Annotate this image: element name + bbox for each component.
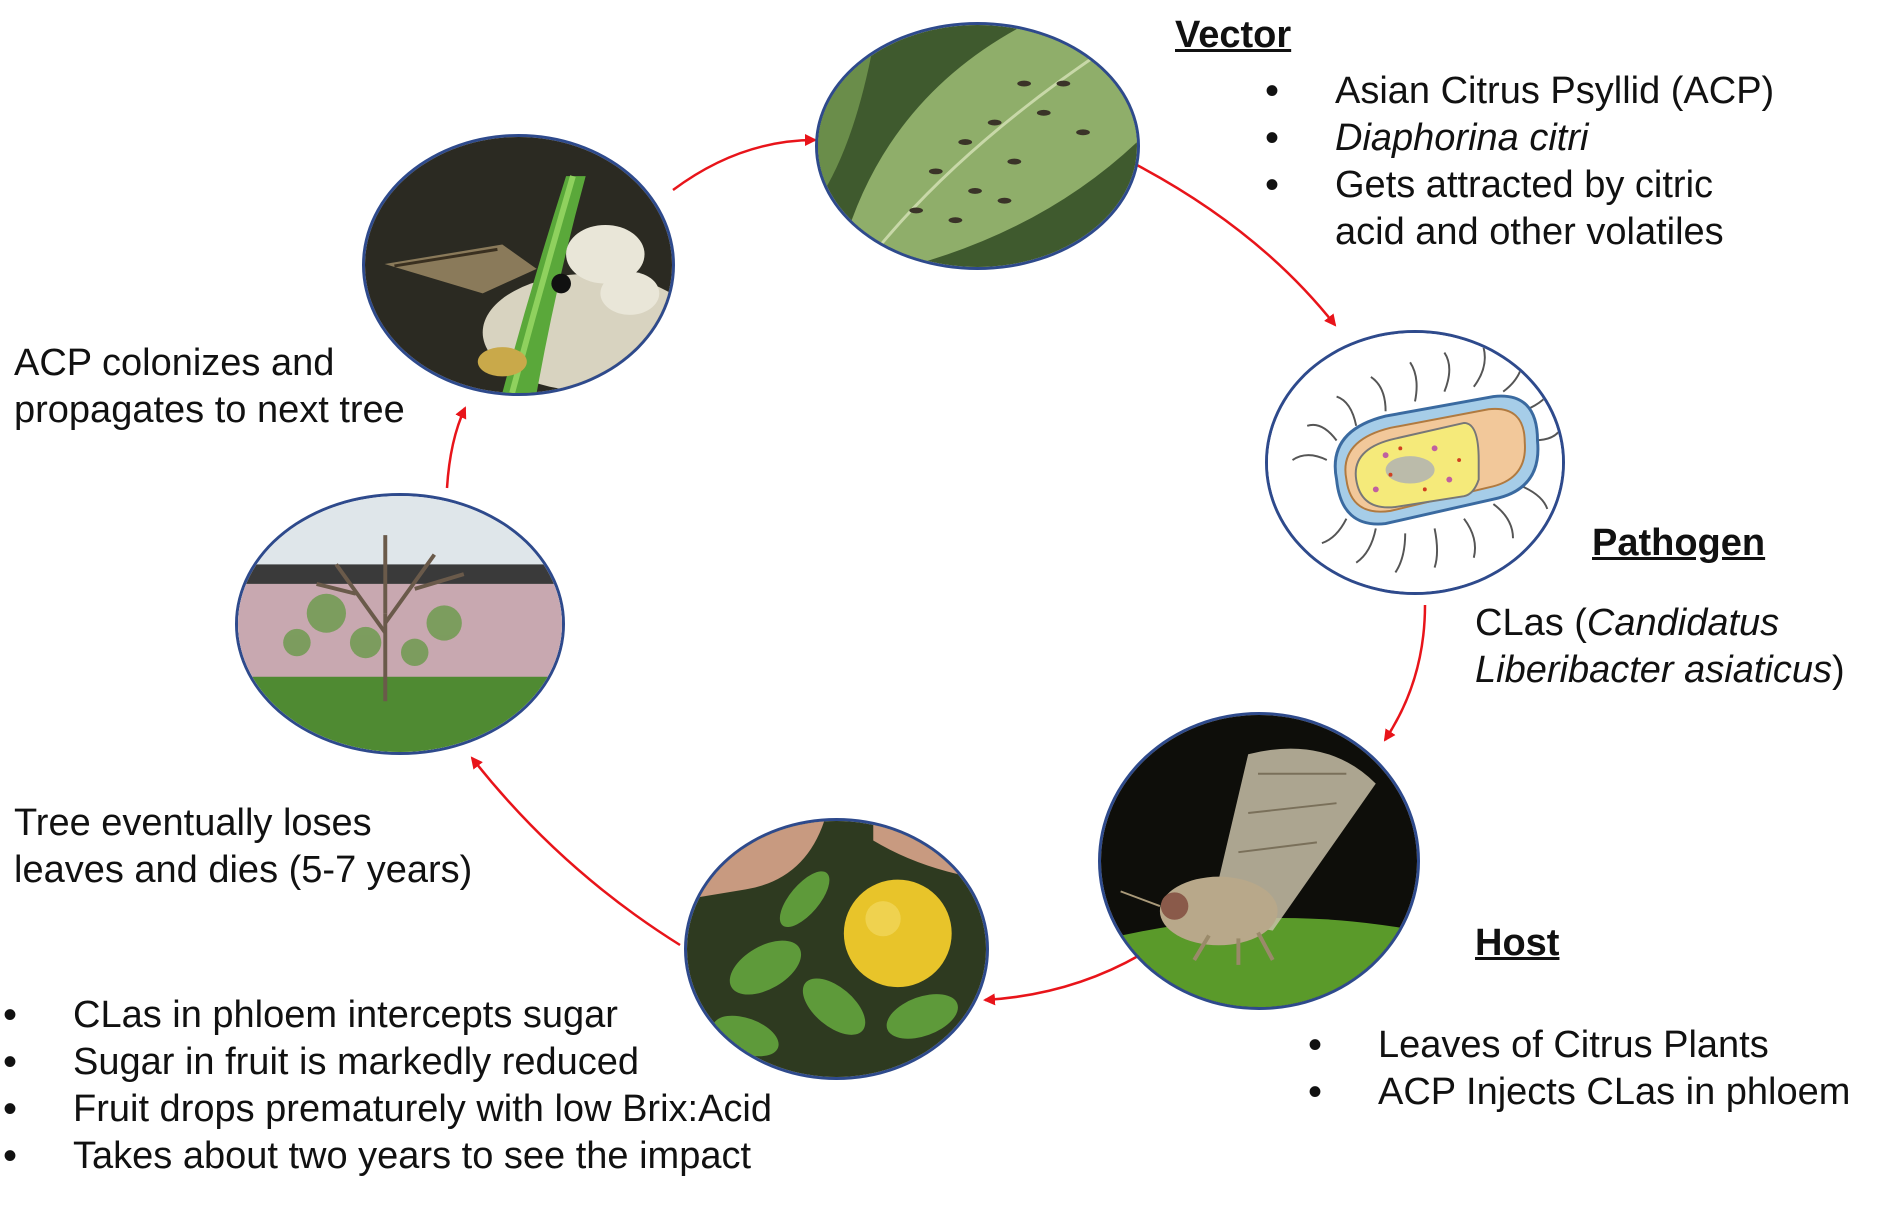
- bare-citrus-tree-photo: [235, 493, 565, 755]
- psyllid-closeup-photo: [1098, 712, 1420, 1010]
- colonize-caption: ACP colonizes and propagates to next tre…: [14, 340, 405, 434]
- list-item: Gets attracted by citric acid and other v…: [1265, 162, 1774, 256]
- bacterium-illustration: [1265, 330, 1565, 595]
- caption-line: ACP colonizes and: [14, 342, 334, 384]
- arrow-pathogen-to-host: [1385, 605, 1425, 740]
- impact-list: CLas in phloem intercepts sugar Sugar in…: [3, 992, 772, 1180]
- list-item: Fruit drops prematurely with low Brix:Ac…: [3, 1086, 772, 1133]
- host-list: Leaves of Citrus Plants ACP Injects CLas…: [1308, 1022, 1850, 1116]
- list-item: Takes about two years to see the impact: [3, 1133, 772, 1180]
- tree-dies-caption: Tree eventually loses leaves and dies (5…: [14, 800, 472, 894]
- list-item-text: Gets attracted by citric: [1335, 164, 1713, 206]
- species-name: Diaphorina citri: [1335, 117, 1588, 159]
- psyllids-on-leaf-photo: [815, 22, 1140, 270]
- vector-list: Asian Citrus Psyllid (ACP) Diaphorina ci…: [1265, 68, 1774, 256]
- caption-line: propagates to next tree: [14, 389, 405, 431]
- psyllid-on-stem-photo: [362, 134, 675, 396]
- pathogen-species: Liberibacter asiaticus: [1475, 649, 1832, 691]
- pathogen-genus: Candidatus: [1587, 602, 1779, 644]
- vector-heading: Vector: [1175, 14, 1291, 57]
- arrow-colonize-to-vector: [673, 140, 815, 190]
- list-item: Diaphorina citri: [1265, 115, 1774, 162]
- host-heading: Host: [1475, 922, 1559, 965]
- list-item: Asian Citrus Psyllid (ACP): [1265, 68, 1774, 115]
- pathogen-description: CLas (Candidatus Liberibacter asiaticus): [1475, 600, 1845, 694]
- list-item: Sugar in fruit is markedly reduced: [3, 1039, 772, 1086]
- list-item: Leaves of Citrus Plants: [1308, 1022, 1850, 1069]
- arrow-tree-to-colonize: [447, 408, 465, 488]
- arrow-host-to-fruit: [985, 955, 1140, 1000]
- list-item: ACP Injects CLas in phloem: [1308, 1069, 1850, 1116]
- pathogen-text: ): [1832, 649, 1845, 691]
- arrow-fruit-to-tree: [472, 758, 680, 945]
- list-item: CLas in phloem intercepts sugar: [3, 992, 772, 1039]
- pathogen-text: CLas (: [1475, 602, 1587, 644]
- caption-line: Tree eventually loses: [14, 802, 372, 844]
- pathogen-heading: Pathogen: [1592, 522, 1765, 565]
- caption-line: leaves and dies (5-7 years): [14, 849, 472, 891]
- list-item-text: acid and other volatiles: [1335, 211, 1724, 253]
